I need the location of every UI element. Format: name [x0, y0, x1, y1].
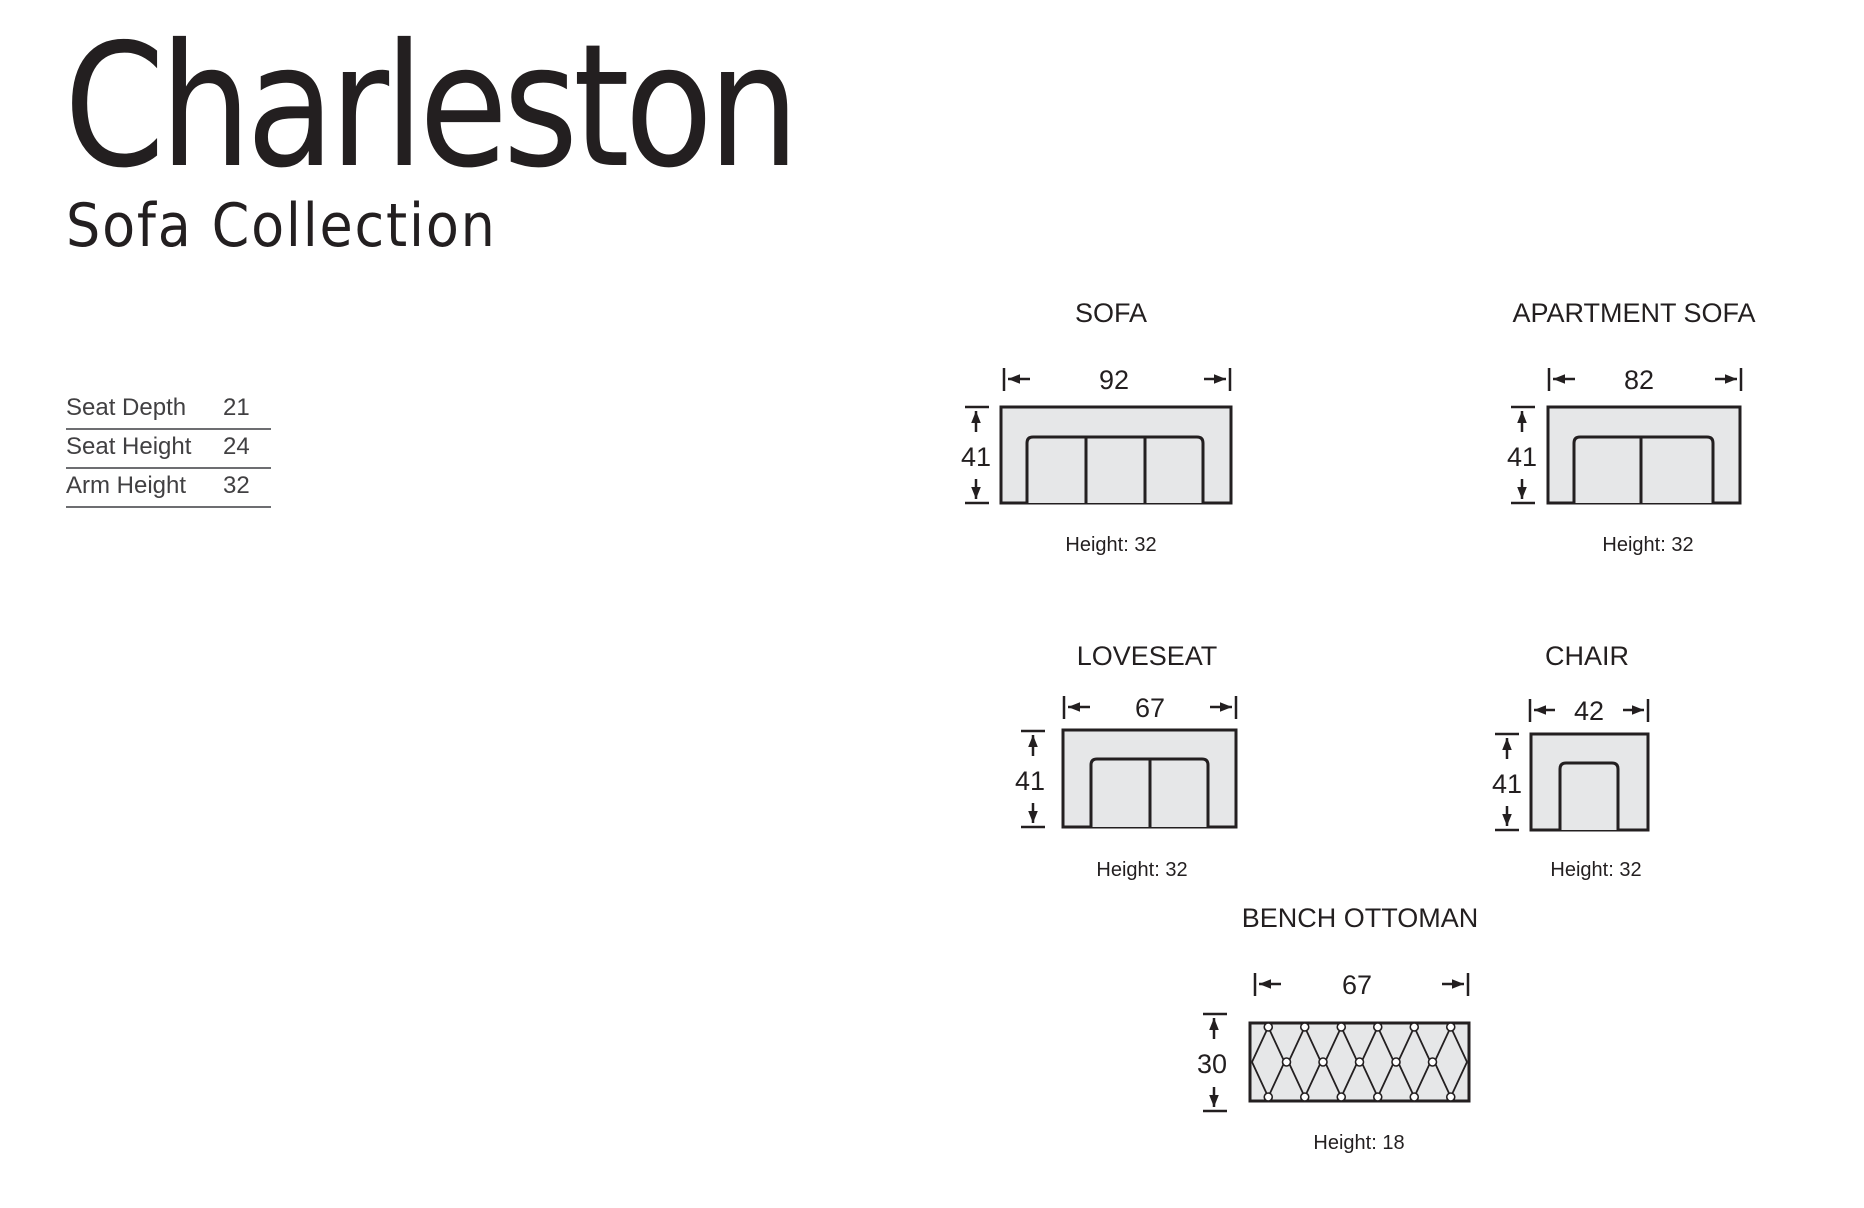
height-note: Height: 32: [1602, 534, 1693, 556]
tuft-seam: [1449, 1061, 1468, 1098]
depth-label: 41: [961, 442, 991, 472]
height-note: Height: 18: [1313, 1132, 1404, 1154]
spec-row-seat-height: Seat Height 24: [66, 431, 271, 469]
sofa-outline: [999, 405, 1233, 505]
tuft-seam: [1360, 1026, 1379, 1063]
tuft-seam: [1449, 1026, 1468, 1063]
collection-title: Charleston: [64, 8, 800, 206]
tuft-button: [1318, 1057, 1328, 1067]
depth-label: 41: [1507, 442, 1537, 472]
tuft-seam: [1324, 1026, 1343, 1063]
spec-label: Arm Height: [66, 472, 187, 499]
chair-outline: [1529, 732, 1650, 832]
tuft-seam: [1303, 1061, 1322, 1098]
tuft-seam: [1413, 1026, 1432, 1063]
tuft-seam: [1251, 1061, 1270, 1098]
tuft-seam: [1360, 1061, 1379, 1098]
tuft-seam: [1340, 1026, 1359, 1063]
piece-loveseat: LOVESEAT 67 41 Height: 32: [1015, 641, 1238, 881]
piece-name: SOFA: [1075, 298, 1147, 328]
tuft-button: [1336, 1022, 1347, 1032]
tuft-seam: [1376, 1026, 1395, 1063]
tuft-seam: [1251, 1026, 1270, 1063]
spec-label: Seat Height: [66, 433, 192, 460]
spec-value: 21: [223, 394, 250, 421]
spec-label: Seat Depth: [66, 394, 187, 421]
height-note: Height: 32: [1550, 859, 1641, 881]
tufting-pattern: [1251, 1022, 1468, 1102]
depth-dimension: [1021, 729, 1045, 829]
spec-table: Seat Depth 21 Seat Height 24 Arm Height …: [66, 392, 271, 509]
depth-dimension: [1511, 405, 1535, 505]
width-dimension: [1253, 973, 1470, 996]
tuft-seam: [1267, 1026, 1286, 1063]
depth-label: 41: [1492, 769, 1522, 799]
width-label: 92: [1099, 365, 1129, 395]
piece-name: LOVESEAT: [1077, 641, 1218, 671]
tuft-button: [1336, 1092, 1347, 1102]
piece-sofa: SOFA 92 41 Height: 32: [961, 298, 1233, 556]
tuft-button: [1391, 1057, 1401, 1067]
tuft-button: [1445, 1022, 1456, 1032]
tuft-button: [1409, 1022, 1420, 1032]
tuft-button: [1427, 1057, 1438, 1067]
ottoman-outline: [1248, 1021, 1471, 1103]
tuft-button: [1299, 1022, 1310, 1032]
piece-apartment-sofa: APARTMENT SOFA 82 41 Height: 32: [1507, 298, 1756, 556]
tuft-button: [1354, 1057, 1365, 1067]
tuft-seam: [1324, 1061, 1343, 1098]
tuft-seam: [1433, 1026, 1452, 1063]
depth-label: 41: [1015, 766, 1045, 796]
tuft-seam: [1397, 1061, 1416, 1098]
depth-dimension: [1495, 732, 1519, 832]
width-dimension: [1002, 368, 1232, 391]
tuft-button: [1445, 1092, 1456, 1102]
tuft-seam: [1413, 1061, 1432, 1098]
tuft-button: [1263, 1092, 1274, 1102]
tuft-button: [1409, 1092, 1420, 1102]
collection-subtitle: Sofa Collection: [66, 191, 497, 261]
depth-dimension: [965, 405, 989, 505]
tuft-seam: [1287, 1026, 1306, 1063]
width-label: 42: [1574, 696, 1604, 726]
depth-dimension: [1203, 1012, 1227, 1113]
piece-chair: CHAIR 42 41 Height: 32: [1492, 641, 1650, 881]
tuft-seam: [1340, 1061, 1359, 1098]
piece-name: BENCH OTTOMAN: [1242, 903, 1479, 933]
piece-bench-ottoman: BENCH OTTOMAN 67 30 Height: 18: [1197, 903, 1478, 1154]
height-note: Height: 32: [1065, 534, 1156, 556]
width-label: 82: [1624, 365, 1654, 395]
tuft-button: [1372, 1092, 1383, 1102]
piece-name: APARTMENT SOFA: [1512, 298, 1755, 328]
tuft-button: [1372, 1022, 1383, 1032]
spec-value: 32: [223, 472, 250, 499]
depth-label: 30: [1197, 1049, 1227, 1079]
tuft-button: [1299, 1092, 1310, 1102]
height-note: Height: 32: [1096, 859, 1187, 881]
tuft-seam: [1303, 1026, 1322, 1063]
width-dimension: [1547, 368, 1743, 391]
spec-value: 24: [223, 433, 250, 460]
tuft-seam: [1433, 1061, 1452, 1098]
tuft-seam: [1397, 1026, 1416, 1063]
width-dimension: [1062, 696, 1238, 719]
tuft-seam: [1287, 1061, 1306, 1098]
spec-row-arm-height: Arm Height 32: [66, 470, 271, 508]
piece-name: CHAIR: [1545, 641, 1629, 671]
apartment-sofa-outline: [1546, 405, 1742, 505]
tuft-button: [1263, 1022, 1274, 1032]
width-label: 67: [1135, 693, 1165, 723]
loveseat-outline: [1061, 728, 1238, 829]
tuft-seam: [1267, 1061, 1286, 1098]
width-dimension: [1528, 699, 1650, 722]
tuft-button: [1281, 1057, 1292, 1067]
tuft-seam: [1376, 1061, 1395, 1098]
spec-row-seat-depth: Seat Depth 21: [66, 392, 271, 430]
width-label: 67: [1342, 970, 1372, 1000]
